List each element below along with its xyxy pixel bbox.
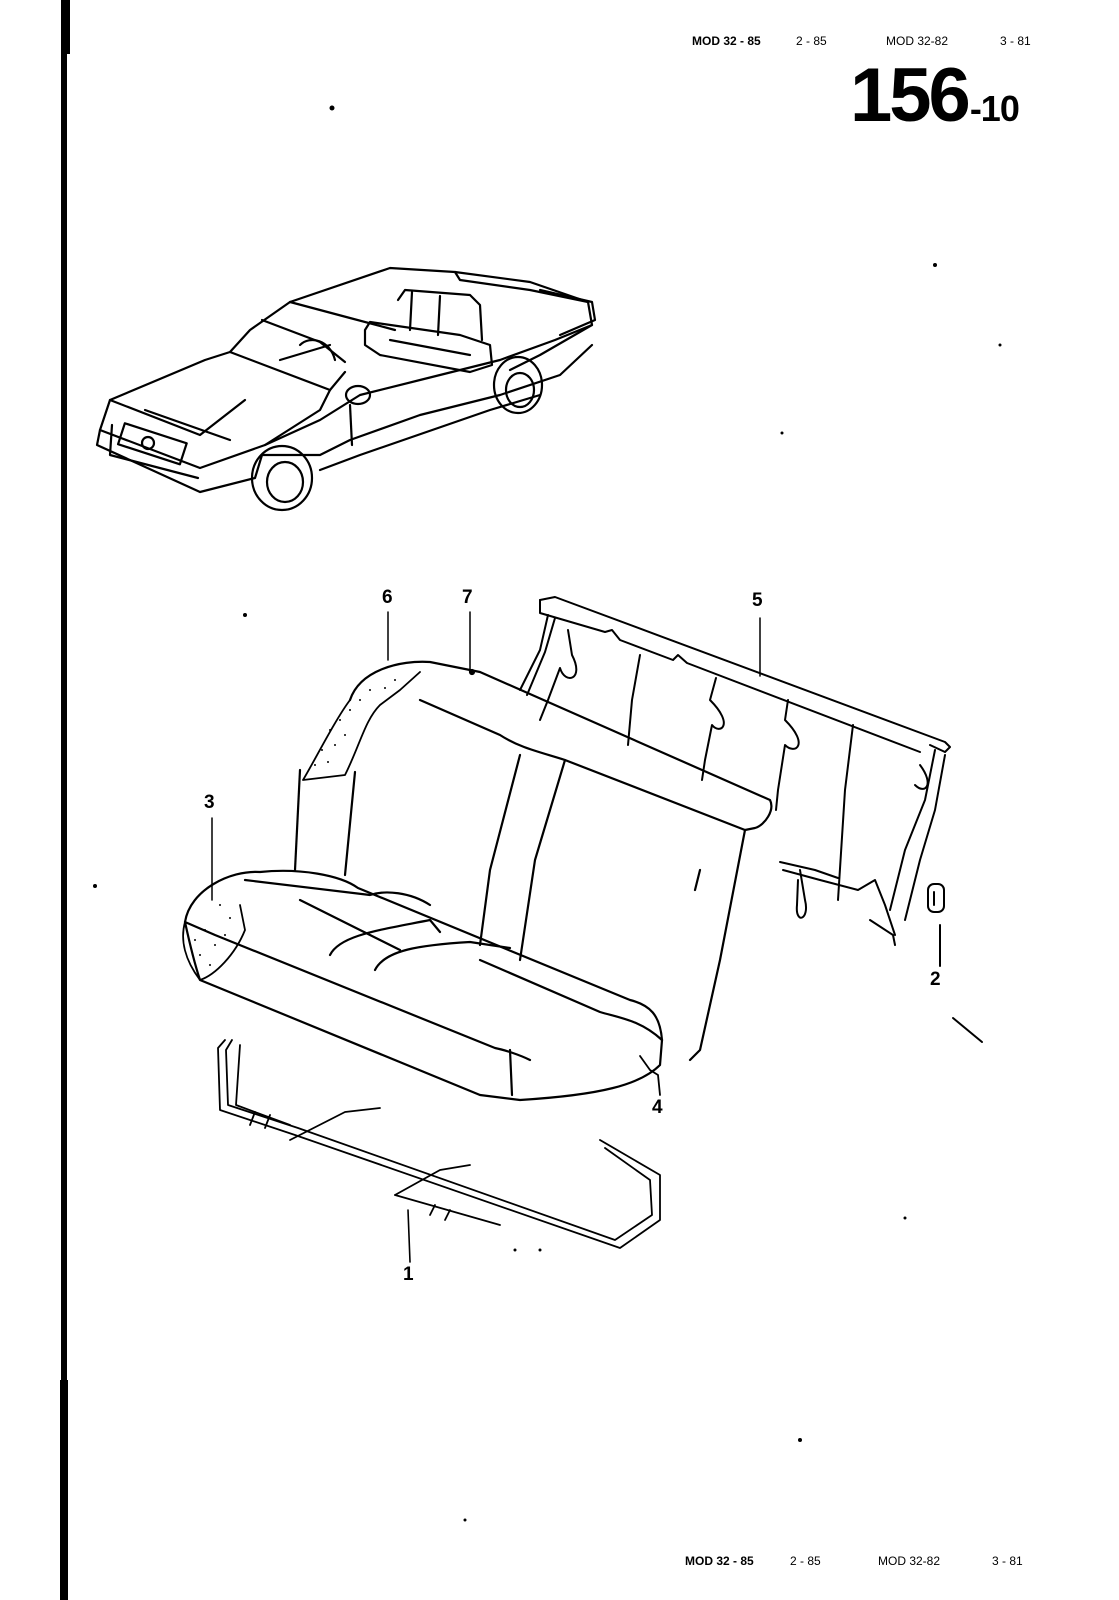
grommet-drawing [927, 883, 983, 1043]
callout-2: 2 [930, 969, 941, 990]
callout-7: 7 [462, 587, 473, 608]
callout-6: 6 [382, 587, 393, 608]
callout-3: 3 [204, 792, 215, 813]
callout-5: 5 [752, 590, 763, 611]
backrest-frame-drawing [519, 596, 951, 946]
seat-cushion-drawing [182, 817, 664, 1102]
page-number: 156-10 [850, 58, 1020, 134]
page-binding-edge-bottom [60, 1380, 68, 1600]
car-overview-drawing [95, 266, 597, 512]
seat-padding-dots [194, 904, 231, 966]
header-date-a: 2 - 85 [796, 34, 827, 48]
footer-model-a: MOD 32 - 85 [685, 1554, 754, 1568]
callout-4: 4 [652, 1097, 663, 1118]
scan-specks [93, 105, 1002, 1522]
footer-date-b: 3 - 81 [992, 1554, 1023, 1568]
header-model-a: MOD 32 - 85 [692, 34, 761, 48]
page-group-number: 156 [850, 53, 971, 138]
backrest-padding-dots [314, 679, 396, 766]
footer-model-b: MOD 32-82 [878, 1554, 941, 1568]
footer-date-a: 2 - 85 [790, 1554, 821, 1568]
header-model-b: MOD 32-82 [886, 34, 949, 48]
backrest-drawing [293, 611, 773, 1062]
header-date-b: 3 - 81 [1000, 34, 1031, 48]
page-sheet-number: -10 [969, 88, 1020, 129]
page-binding-edge [61, 0, 67, 1600]
callout-1: 1 [403, 1264, 414, 1285]
seat-frame-drawing [217, 1039, 661, 1263]
page-binding-edge-top [61, 0, 70, 54]
